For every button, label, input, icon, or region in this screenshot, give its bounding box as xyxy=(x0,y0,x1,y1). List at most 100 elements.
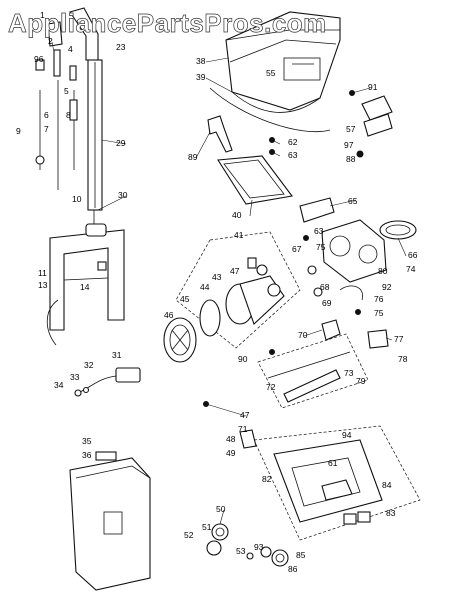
callout-31: 31 xyxy=(112,350,122,360)
base-plate xyxy=(239,425,421,541)
leader-line xyxy=(397,237,407,257)
callout-88: 88 xyxy=(346,154,356,164)
callout-4: 4 xyxy=(68,44,73,54)
callout-7: 7 xyxy=(44,124,49,134)
bracket-89 xyxy=(207,115,275,155)
callout-29: 29 xyxy=(116,138,126,148)
callout-38: 38 xyxy=(196,56,206,66)
callout-90: 90 xyxy=(238,354,248,364)
callout-67: 67 xyxy=(292,244,302,254)
callout-93: 93 xyxy=(254,542,264,552)
wheels xyxy=(206,523,289,567)
callout-14: 14 xyxy=(80,282,90,292)
callout-50: 50 xyxy=(216,504,226,514)
callout-69: 69 xyxy=(322,298,332,308)
callout-47a: 47 xyxy=(230,266,240,276)
callout-2: 2 xyxy=(48,36,53,46)
handle-assembly xyxy=(35,7,103,228)
callout-82: 82 xyxy=(262,474,272,484)
callout-77: 77 xyxy=(394,334,404,344)
leader-line xyxy=(351,87,371,94)
leader-line xyxy=(195,131,211,159)
callout-71: 71 xyxy=(238,424,248,434)
callout-92: 92 xyxy=(382,282,392,292)
callout-86: 86 xyxy=(288,564,298,574)
callout-8: 8 xyxy=(66,110,71,120)
callout-74: 74 xyxy=(406,264,416,274)
leader-line xyxy=(101,139,127,145)
callout-1: 1 xyxy=(40,10,45,20)
callout-39: 39 xyxy=(196,72,206,82)
leader-line xyxy=(271,151,281,157)
hood-cover xyxy=(209,11,341,133)
callout-53: 53 xyxy=(236,546,246,556)
callout-44: 44 xyxy=(200,282,210,292)
leader-line xyxy=(385,337,393,341)
callout-36: 36 xyxy=(82,450,92,460)
callout-6: 6 xyxy=(44,110,49,120)
callout-labels: 1 2 4 5 6 7 8 9 10 11 13 14 23 29 30 31 … xyxy=(16,10,418,574)
leader-line xyxy=(205,403,247,417)
callout-9: 9 xyxy=(16,126,21,136)
callout-63b: 63 xyxy=(314,226,324,236)
callout-43: 43 xyxy=(212,272,222,282)
callout-40: 40 xyxy=(232,210,242,220)
callout-94: 94 xyxy=(342,430,352,440)
callout-79: 79 xyxy=(356,376,366,386)
callout-52: 52 xyxy=(184,530,194,540)
callout-75b: 75 xyxy=(374,308,384,318)
watermark-text: AppliancePartsPros.com xyxy=(8,8,327,38)
motor-assembly xyxy=(163,231,301,363)
callout-65: 65 xyxy=(348,196,358,206)
callout-78: 78 xyxy=(398,354,408,364)
callout-51: 51 xyxy=(202,522,212,532)
callout-72: 72 xyxy=(266,382,276,392)
callout-84: 84 xyxy=(382,480,392,490)
callout-55: 55 xyxy=(266,68,276,78)
callout-85: 85 xyxy=(296,550,306,560)
callout-57: 57 xyxy=(346,124,356,134)
leader-line xyxy=(205,77,233,93)
callout-80: 80 xyxy=(378,266,388,276)
leader-line xyxy=(51,41,55,53)
leader-line xyxy=(205,57,229,63)
callout-70: 70 xyxy=(298,330,308,340)
callout-68: 68 xyxy=(320,282,330,292)
leader-line xyxy=(271,139,281,145)
headlight-lens xyxy=(349,90,393,158)
callout-32: 32 xyxy=(84,360,94,370)
callout-34: 34 xyxy=(54,380,64,390)
callout-49: 49 xyxy=(226,448,236,458)
leader-line xyxy=(329,199,357,207)
callout-76: 76 xyxy=(374,294,384,304)
callout-46: 46 xyxy=(164,310,174,320)
callout-11: 11 xyxy=(38,268,47,278)
leader-line xyxy=(249,199,253,217)
callout-33: 33 xyxy=(70,372,80,382)
callout-30: 30 xyxy=(118,190,128,200)
callout-61: 61 xyxy=(328,458,338,468)
callout-75a: 75 xyxy=(316,242,326,252)
callout-41: 41 xyxy=(234,230,244,240)
callout-13: 13 xyxy=(38,280,48,290)
callout-23: 23 xyxy=(116,42,126,52)
leader-line xyxy=(97,195,127,211)
handle-bracket xyxy=(46,223,125,346)
callout-63a: 63 xyxy=(288,150,298,160)
callout-97: 97 xyxy=(344,140,354,150)
callout-48: 48 xyxy=(226,434,236,444)
wheel-brackets xyxy=(269,309,389,355)
callout-89: 89 xyxy=(188,152,198,162)
callout-35: 35 xyxy=(82,436,92,446)
callout-66: 66 xyxy=(408,250,418,260)
callout-47b: 47 xyxy=(240,410,250,420)
callout-83: 83 xyxy=(386,508,396,518)
callout-91: 91 xyxy=(368,82,378,92)
callout-96: 96 xyxy=(34,54,44,64)
dust-bag xyxy=(69,451,151,591)
callout-10: 10 xyxy=(72,194,82,204)
callout-5: 5 xyxy=(64,86,69,96)
cord-plug xyxy=(74,367,141,397)
callout-73: 73 xyxy=(344,368,354,378)
